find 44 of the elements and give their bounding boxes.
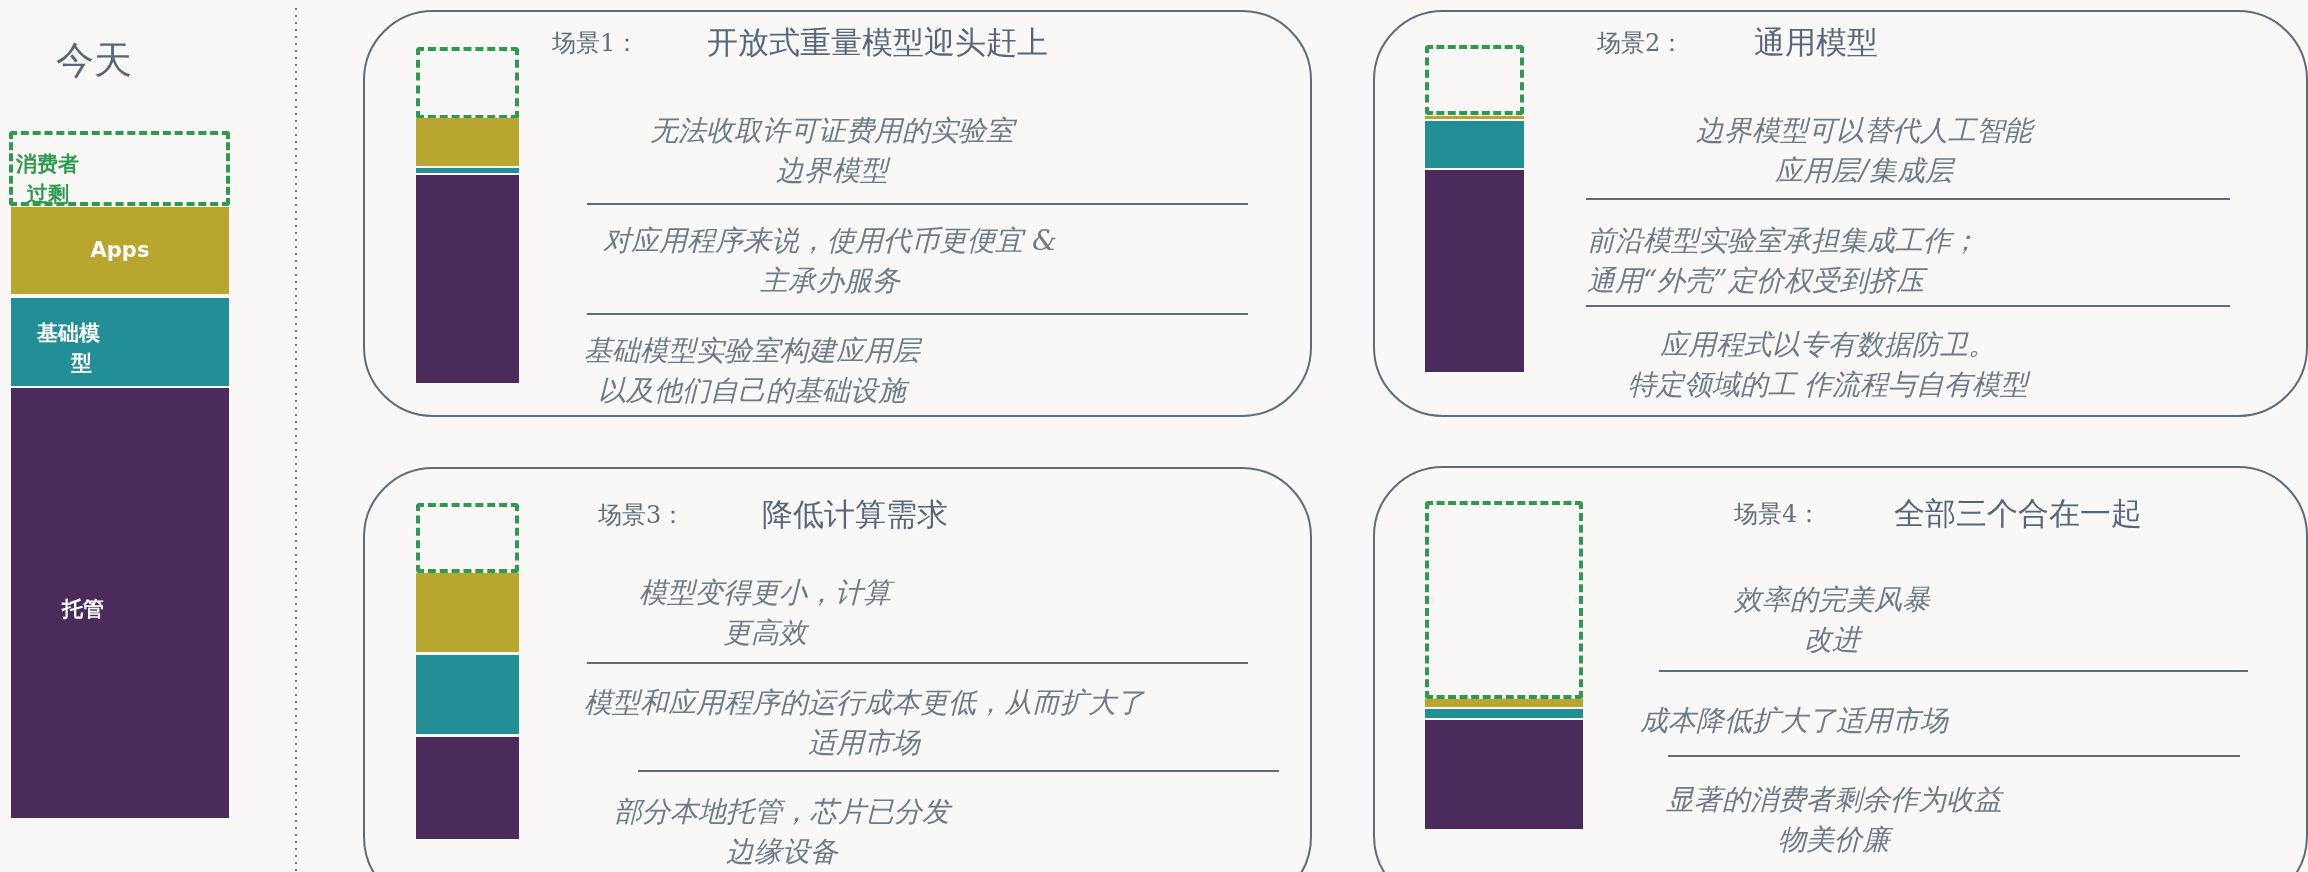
stack-bar-segment — [416, 175, 519, 383]
scenario-title: 降低计算需求 — [762, 495, 948, 534]
description-text: 效率的完美风暴改进 — [1733, 582, 1932, 658]
scenario-label: 场景2： — [1597, 28, 1685, 59]
stack-segment — [11, 207, 229, 294]
stack-segment — [11, 388, 229, 818]
scenario-label: 场景3： — [598, 500, 686, 531]
scenario-panel — [363, 10, 1312, 417]
stack-bar-segment — [416, 573, 519, 652]
stack-bar-segment — [1425, 170, 1524, 372]
description-text: 成本降低扩大了适用市场 — [1639, 703, 1950, 739]
description-text: 部分本地托管，芯片已分发边缘设备 — [609, 792, 955, 872]
description-text: 前沿模型实验室承担集成工作；通用“外壳”定价权受到挤压 — [1587, 223, 1980, 299]
description-text: 无法收取许可证费用的实验室边界模型 — [645, 111, 1019, 191]
stack-bar-segment — [416, 168, 519, 173]
segment-label: 托管 — [62, 596, 105, 623]
scenario-label: 场景4： — [1734, 499, 1822, 530]
stack-segment — [11, 298, 229, 386]
scenario-label: 场景1： — [552, 28, 640, 59]
stack-bar-segment — [416, 655, 519, 734]
stack-bar-segment — [1425, 709, 1583, 718]
description-text: 显著的消费者剩余作为收益物美价廉 — [1665, 782, 2005, 858]
column-heading: 今天 — [56, 37, 132, 84]
stack-bar-segment — [1425, 720, 1583, 829]
stack-bar-segment — [1425, 699, 1583, 707]
segment-label: 基础模型 — [37, 320, 101, 377]
scenario-title: 开放式重量模型迎头赶上 — [707, 23, 1048, 62]
description-text: 边界模型可以替代人工智能应用层/集成层 — [1691, 111, 2037, 191]
stack-bar-segment — [1425, 116, 1524, 119]
scenario-title: 全部三个合在一起 — [1894, 494, 2142, 533]
stack-bar-segment — [416, 737, 519, 839]
segment-label: Apps — [89, 237, 151, 264]
description-text: 应用程式以专有数据防卫。特定领域的工 作流程与自有模型 — [1626, 327, 2032, 403]
scenario-title: 通用模型 — [1754, 23, 1878, 62]
scenario-panel — [363, 467, 1312, 872]
description-text: 对应用程序来说，使用代币更便宜 &主承办服务 — [602, 223, 1058, 299]
scenario-panel — [1373, 10, 2308, 417]
stack-bar-segment — [1425, 121, 1524, 168]
segment-label: 消费者过剩 — [15, 151, 81, 208]
scenario-panel — [1373, 466, 2308, 872]
description-text: 模型变得更小，计算更高效 — [633, 573, 897, 653]
stack-bar-segment — [416, 118, 519, 166]
description-text: 基础模型实验室构建应用层以及他们自己的基础设施 — [579, 331, 925, 411]
description-text: 模型和应用程序的运行成本更低，从而扩大了适用市场 — [582, 685, 1146, 761]
